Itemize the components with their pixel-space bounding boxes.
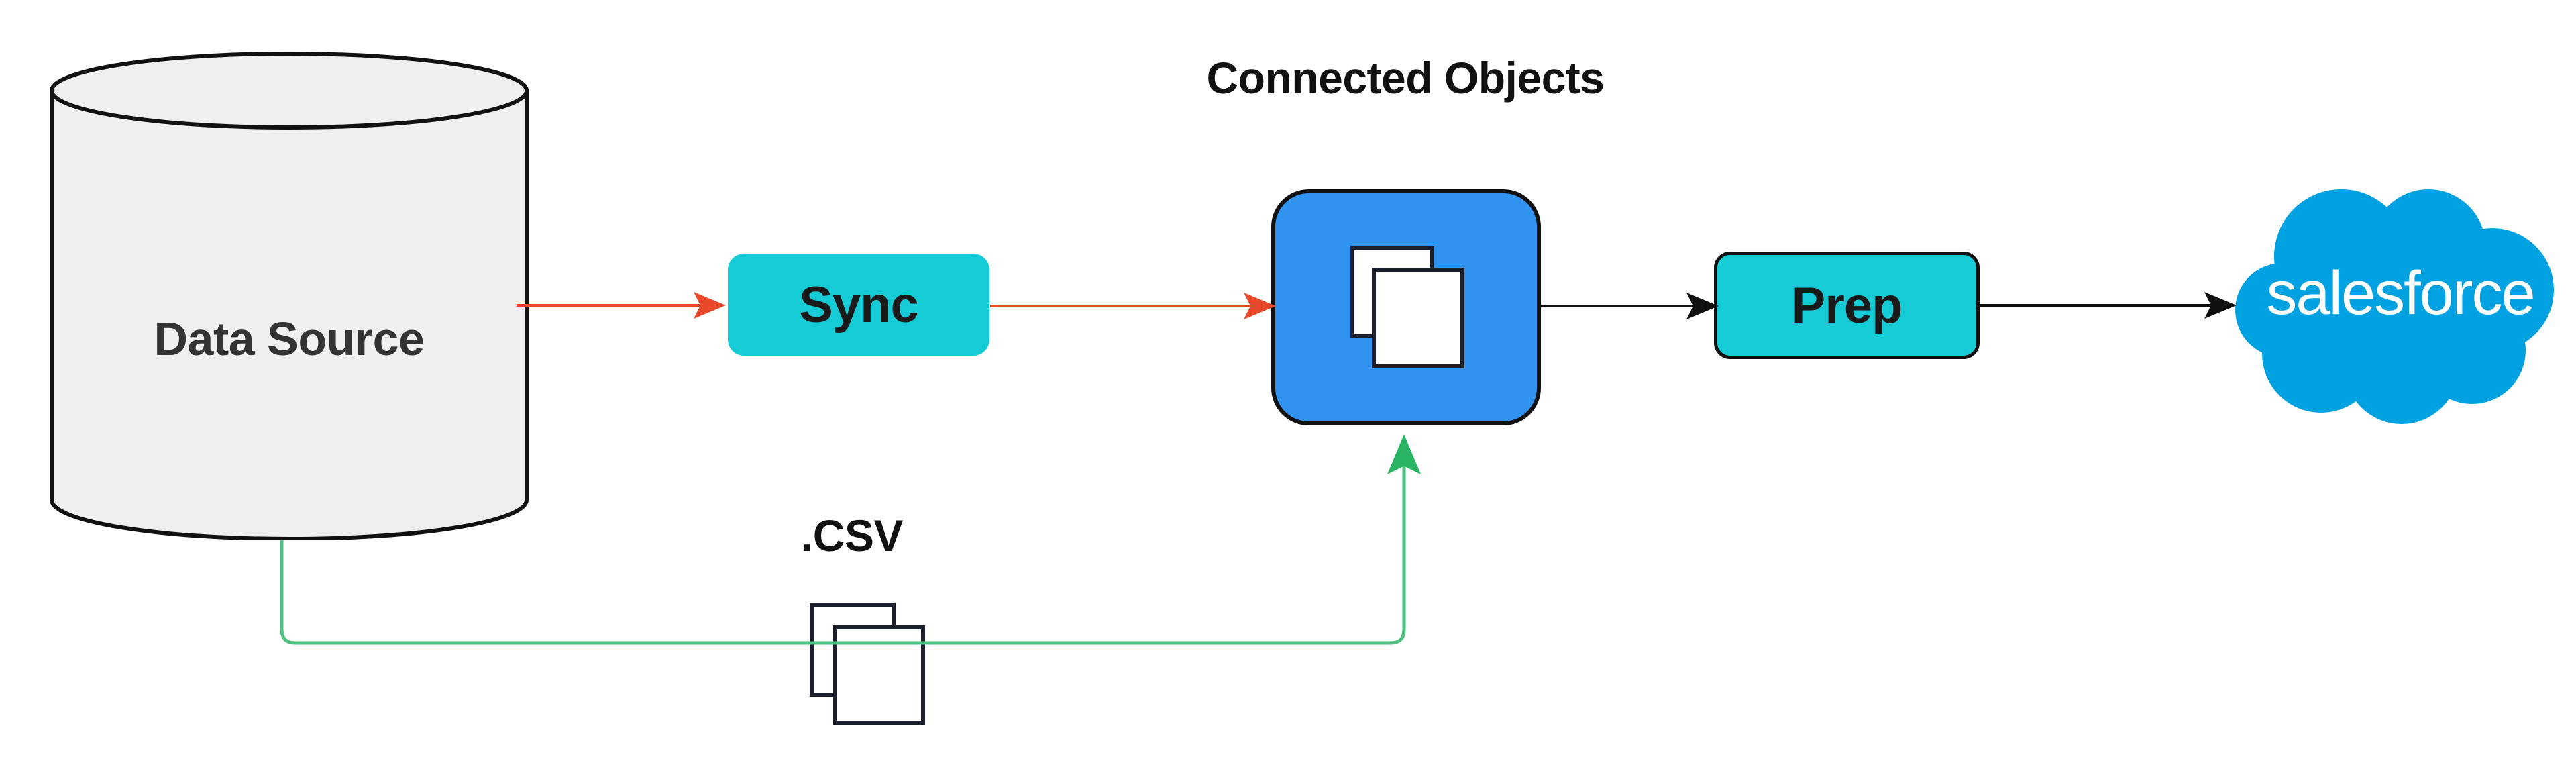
csv-label: .CSV [800, 511, 904, 560]
documents-stack-icon [1350, 246, 1464, 368]
cylinder-body [50, 89, 529, 540]
sync-label: Sync [799, 276, 919, 334]
document-front-icon [1372, 268, 1464, 368]
salesforce-cloud-logo[interactable]: salesforce [2234, 183, 2556, 424]
cloud-shape [2235, 189, 2554, 424]
edge-csv-to-connected-objects [280, 434, 1421, 645]
data-source-cylinder[interactable] [48, 50, 530, 540]
data-source-label: Data Source [154, 313, 425, 365]
prep-label: Prep [1791, 276, 1903, 334]
sync-node[interactable]: Sync [728, 254, 989, 356]
connected-objects-title: Connected Objects [1206, 53, 1605, 103]
salesforce-wordmark: salesforce [2266, 259, 2534, 327]
cylinder-top-ellipse [50, 52, 529, 130]
